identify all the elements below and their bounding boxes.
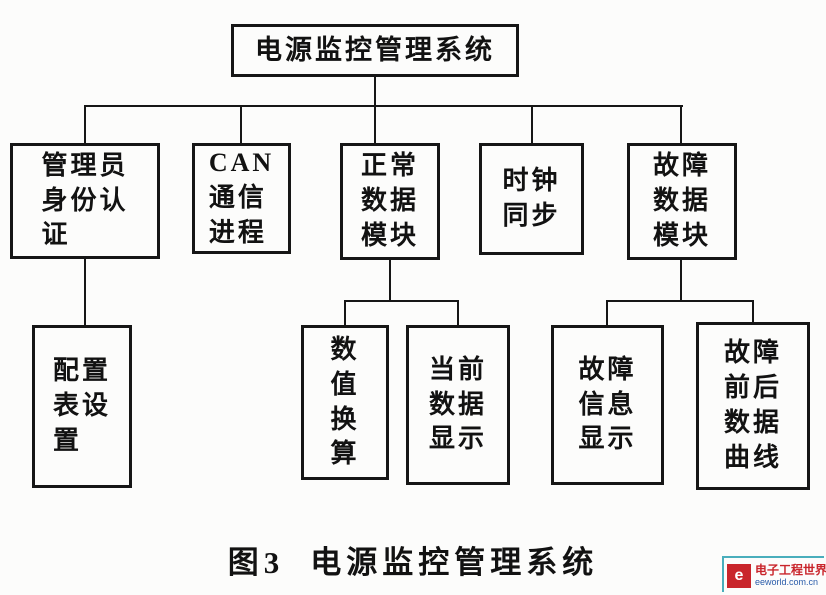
label-line: 通信 [208, 183, 267, 213]
node-config-table: 配置 表设 置 [32, 325, 132, 488]
label-line: 数据 [652, 186, 711, 216]
label-line: 故障 [652, 151, 711, 181]
node-label: 数 值 换 算 [330, 333, 359, 472]
node-label: 管理员 身份认 证 [41, 149, 128, 253]
node-fault-info-display: 故障 信息 显示 [551, 325, 664, 485]
connector-bus-level1 [84, 105, 683, 107]
connector-root-stem [374, 77, 376, 107]
label-line: 数 [330, 334, 360, 364]
connector-normal-stem [389, 260, 391, 302]
connector-fault-stem [680, 260, 682, 302]
label-line: 置 [52, 425, 82, 455]
label-line: 故障 [723, 338, 782, 368]
connector-drop-value-conversion [344, 300, 346, 325]
node-label: 正常 数据 模块 [361, 149, 419, 253]
connector-drop-current-display [457, 300, 459, 325]
node-power-monitor-system: 电源监控管理系统 [231, 24, 519, 77]
site-url: eeworld.com.cn [755, 576, 819, 587]
label-line: 身份认 [41, 185, 129, 215]
label-line: 管理员 [41, 150, 129, 180]
label-line: 进程 [208, 217, 267, 247]
label-line: 同步 [502, 201, 561, 230]
figure-caption: 图3 电源监控管理系统 [0, 537, 826, 582]
node-label: 故障 信息 显示 [578, 353, 636, 457]
node-current-data-display: 当前 数据 显示 [406, 325, 510, 485]
figure-number: 图3 [227, 545, 285, 580]
site-name: 电子工程世界 [755, 563, 826, 578]
connector-drop-fault [680, 105, 682, 143]
connector-drop-can [240, 105, 242, 143]
connector-drop-fault-curve [752, 300, 754, 322]
connector-admin-stem [84, 259, 86, 325]
connector-drop-admin [84, 105, 86, 143]
node-label: 故障 前后 数据 曲线 [724, 336, 782, 475]
label-line: 信息 [578, 389, 637, 419]
label-line: 故障 [578, 354, 637, 384]
label-line: 曲线 [723, 442, 782, 472]
label-line: CAN [208, 148, 275, 178]
connector-drop-fault-info [606, 300, 608, 325]
node-fault-data-curve: 故障 前后 数据 曲线 [696, 322, 810, 490]
eeworld-logo-text: 电子工程世界 eeworld.com.cn [755, 564, 826, 587]
label-line: 模块 [360, 220, 419, 250]
label-line: 表设 [52, 391, 111, 421]
label-line: 数据 [428, 389, 487, 419]
connector-drop-clock [531, 105, 533, 143]
label-line: 算 [330, 439, 360, 469]
label-line: 前后 [723, 373, 782, 403]
node-value-conversion: 数 值 换 算 [301, 325, 389, 480]
label-line: 数据 [723, 408, 782, 437]
node-label: 故障 数据 模块 [653, 149, 711, 253]
eeworld-logo-icon: e [727, 564, 751, 588]
label-line: 模块 [652, 220, 711, 250]
label-line: 电源监控管理系统 [255, 35, 495, 66]
label-line: 配置 [52, 356, 111, 386]
connector-bus-normal-children [344, 300, 459, 302]
label-line: 正常 [360, 151, 419, 181]
connector-bus-fault-children [606, 300, 754, 302]
label-line: 数据 [360, 186, 419, 216]
label-line: 时钟 [502, 166, 561, 196]
node-admin-auth: 管理员 身份认 证 [10, 143, 160, 259]
node-normal-data: 正常 数据 模块 [340, 143, 440, 260]
node-label: CAN 通信 进程 [209, 146, 274, 250]
node-label: 电源监控管理系统 [255, 32, 495, 68]
label-line: 证 [41, 220, 71, 250]
node-clock-sync: 时钟 同步 [479, 143, 584, 255]
label-line: 值 [330, 369, 360, 399]
node-fault-data: 故障 数据 模块 [627, 143, 737, 260]
node-label: 时钟 同步 [502, 164, 560, 234]
node-label: 配置 表设 置 [53, 354, 111, 458]
label-line: 换 [330, 404, 360, 434]
site-watermark: e 电子工程世界 eeworld.com.cn [722, 556, 826, 592]
label-line: 当前 [428, 354, 487, 384]
label-line: 显示 [578, 424, 637, 454]
label-line: 显示 [428, 424, 487, 454]
node-can-process: CAN 通信 进程 [192, 143, 291, 254]
figure-title: 电源监控管理系统 [310, 545, 599, 580]
node-label: 当前 数据 显示 [429, 353, 487, 457]
connector-drop-normal [374, 105, 376, 143]
